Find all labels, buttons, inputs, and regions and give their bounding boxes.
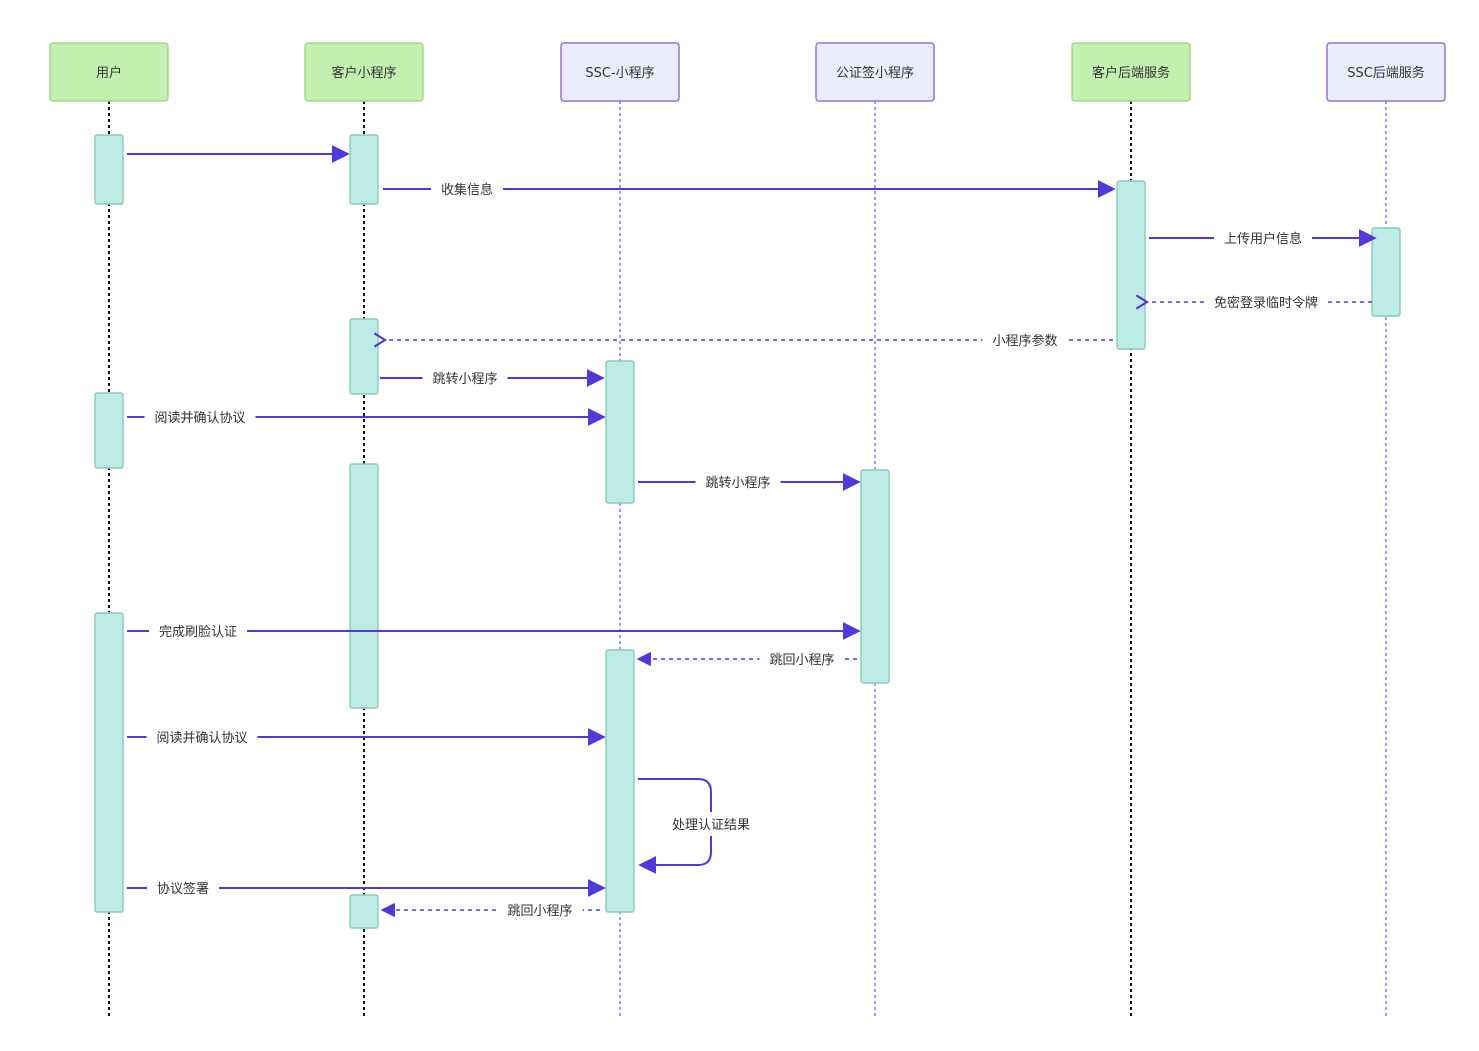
label-background — [144, 406, 256, 428]
label-background — [146, 726, 258, 748]
message-label: 小程序参数 — [992, 333, 1057, 349]
message-label: 跳回小程序 — [769, 653, 834, 668]
message-11: 处理认证结果 — [638, 778, 758, 874]
message-label: 处理认证结果 — [672, 818, 750, 833]
label-background — [982, 329, 1068, 351]
activation-bar-client_mp — [349, 134, 379, 205]
participant-label: 客户后端服务 — [1092, 65, 1170, 81]
participant-client_mp: 客户小程序 — [304, 42, 424, 102]
message-9: 跳回小程序 — [636, 648, 857, 670]
label-background — [664, 812, 758, 836]
message-label: 完成刷脸认证 — [159, 625, 237, 640]
label-background — [1204, 291, 1328, 313]
message-4: 小程序参数 — [373, 329, 1113, 351]
message-5: 跳转小程序 — [380, 367, 605, 389]
activation-bar-client_mp — [349, 463, 379, 709]
activation-bar-user — [94, 392, 124, 469]
label-background — [422, 367, 508, 389]
message-label: 阅读并确认协议 — [156, 731, 247, 746]
participant-label: SSC-小程序 — [585, 66, 654, 81]
label-background — [1214, 227, 1312, 249]
message-label: 跳转小程序 — [432, 372, 497, 387]
label-background — [147, 877, 219, 899]
activation-bar-user — [94, 612, 124, 913]
label-background — [759, 648, 845, 670]
message-label: 跳转小程序 — [705, 476, 770, 491]
participant-notary_mp: 公证签小程序 — [815, 42, 935, 102]
participant-box — [815, 42, 935, 102]
message-1: 收集信息 — [383, 178, 1116, 200]
message-label: 协议签署 — [157, 881, 209, 897]
label-background — [497, 899, 583, 921]
participant-ssc_mp: SSC-小程序 — [560, 42, 680, 102]
message-6: 阅读并确认协议 — [127, 406, 606, 428]
activation-bar-ssc_mp — [605, 649, 635, 913]
message-13: 跳回小程序 — [380, 899, 600, 921]
activation-bar-client_backend — [1116, 180, 1146, 350]
participant-box — [1071, 42, 1191, 102]
message-3: 免密登录临时令牌 — [1135, 291, 1372, 313]
participant-label: SSC后端服务 — [1347, 65, 1425, 81]
message-12: 协议签署 — [127, 877, 606, 899]
message-10: 阅读并确认协议 — [127, 726, 606, 748]
participant-label: 用户 — [96, 65, 122, 81]
participant-user: 用户 — [49, 42, 169, 102]
activation-bar-client_mp — [349, 318, 379, 395]
activation-bar-user — [94, 134, 124, 205]
participant-box — [560, 42, 680, 102]
participant-ssc_backend: SSC后端服务 — [1326, 42, 1446, 102]
label-background — [695, 471, 781, 493]
activation-bar-ssc_mp — [605, 360, 635, 504]
participant-client_backend: 客户后端服务 — [1071, 42, 1191, 102]
message-label: 上传用户信息 — [1224, 231, 1302, 247]
message-2: 上传用户信息 — [1149, 227, 1377, 249]
participant-label: 公证签小程序 — [836, 65, 914, 81]
activation-bar-ssc_backend — [1371, 227, 1401, 317]
message-label: 收集信息 — [441, 182, 493, 198]
label-background — [149, 620, 247, 642]
participant-label: 客户小程序 — [331, 65, 396, 81]
message-label: 阅读并确认协议 — [154, 411, 245, 426]
label-background — [431, 178, 503, 200]
message-8: 完成刷脸认证 — [127, 620, 861, 642]
participant-box — [1326, 42, 1446, 102]
activation-bar-client_mp — [349, 894, 379, 929]
message-label: 免密登录临时令牌 — [1214, 295, 1318, 311]
participant-box — [49, 42, 169, 102]
message-label: 跳回小程序 — [507, 904, 572, 919]
activation-bar-notary_mp — [860, 469, 890, 684]
participant-box — [304, 42, 424, 102]
message-7: 跳转小程序 — [638, 471, 861, 493]
